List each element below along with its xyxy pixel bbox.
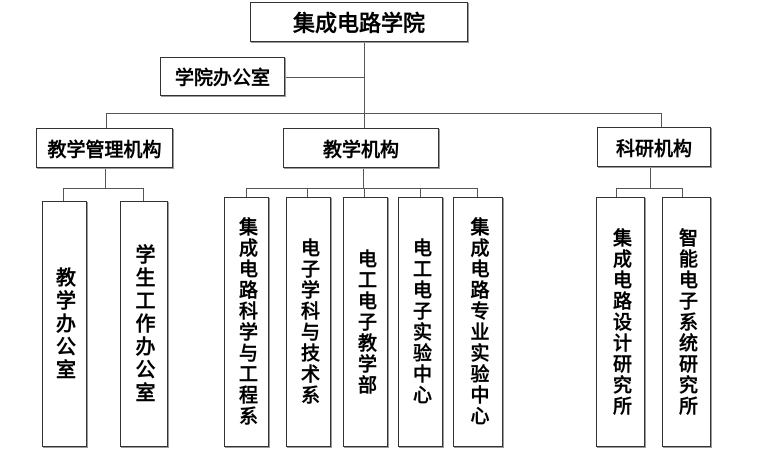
leaf-node-label: 集成电路设计研究所 <box>610 227 632 417</box>
branch-node-research: 科研机构 <box>597 127 711 167</box>
leaf-node: 集成电路科学与工程系 <box>224 197 269 447</box>
leaf-node-label: 集成电路专业实验中心 <box>467 217 490 427</box>
leaf-0-1-drop-line <box>143 188 144 201</box>
leaf-node-label: 智能电子系统研究所 <box>676 227 698 417</box>
branch-2-bus-line <box>616 188 683 189</box>
branch-node-label: 教学管理机构 <box>47 138 162 161</box>
leaf-2-1-drop-line <box>682 188 683 198</box>
leaf-node-label: 学生工作办公室 <box>132 243 156 405</box>
leaf-node: 智能电子系统研究所 <box>662 197 711 447</box>
leaf-node-label: 电子学科与技术系 <box>298 238 320 406</box>
leaf-1-3-drop-line <box>420 188 421 198</box>
leaf-node-label: 电工电子教学部 <box>355 248 377 396</box>
leaf-0-0-drop-line <box>63 188 64 201</box>
branch-0-trunk-line <box>105 168 106 189</box>
branch-bus-line <box>106 113 662 114</box>
leaf-node: 集成电路设计研究所 <box>596 197 645 447</box>
branch-node-teaching: 教学机构 <box>283 128 439 168</box>
leaf-1-0-drop-line <box>246 188 247 198</box>
branch-node-teaching-management: 教学管理机构 <box>36 128 173 168</box>
branch-0-bus-line <box>63 188 144 189</box>
leaf-2-0-drop-line <box>616 188 617 198</box>
branch-2-trunk-line <box>650 167 651 188</box>
leaf-1-1-drop-line <box>307 188 308 198</box>
leaf-node: 学生工作办公室 <box>120 201 168 447</box>
leaf-node: 电子学科与技术系 <box>286 197 331 447</box>
office-node: 学院办公室 <box>160 57 285 96</box>
branch-0-drop-line <box>106 113 107 128</box>
office-node-label: 学院办公室 <box>174 67 270 89</box>
leaf-1-2-drop-line <box>364 188 365 198</box>
leaf-node: 电工电子教学部 <box>343 197 388 447</box>
branch-node-label: 科研机构 <box>615 137 692 160</box>
leaf-node: 教学办公室 <box>42 201 87 447</box>
root-node: 集成电路学院 <box>250 2 468 42</box>
root-node-label: 集成电路学院 <box>292 12 425 37</box>
leaf-node-label: 集成电路科学与工程系 <box>236 217 258 427</box>
office-connector-line <box>285 77 365 78</box>
leaf-node-label: 电工电子实验中心 <box>410 238 432 406</box>
branch-2-drop-line <box>661 113 662 127</box>
leaf-node-label: 教学办公室 <box>52 266 77 382</box>
leaf-node: 集成电路专业实验中心 <box>453 197 503 447</box>
branch-1-bus-line <box>246 188 478 189</box>
leaf-node: 电工电子实验中心 <box>398 197 443 447</box>
root-trunk-line <box>364 42 365 114</box>
branch-1-drop-line <box>364 113 365 128</box>
branch-1-trunk-line <box>363 168 364 188</box>
leaf-1-4-drop-line <box>477 188 478 198</box>
branch-node-label: 教学机构 <box>322 138 399 161</box>
